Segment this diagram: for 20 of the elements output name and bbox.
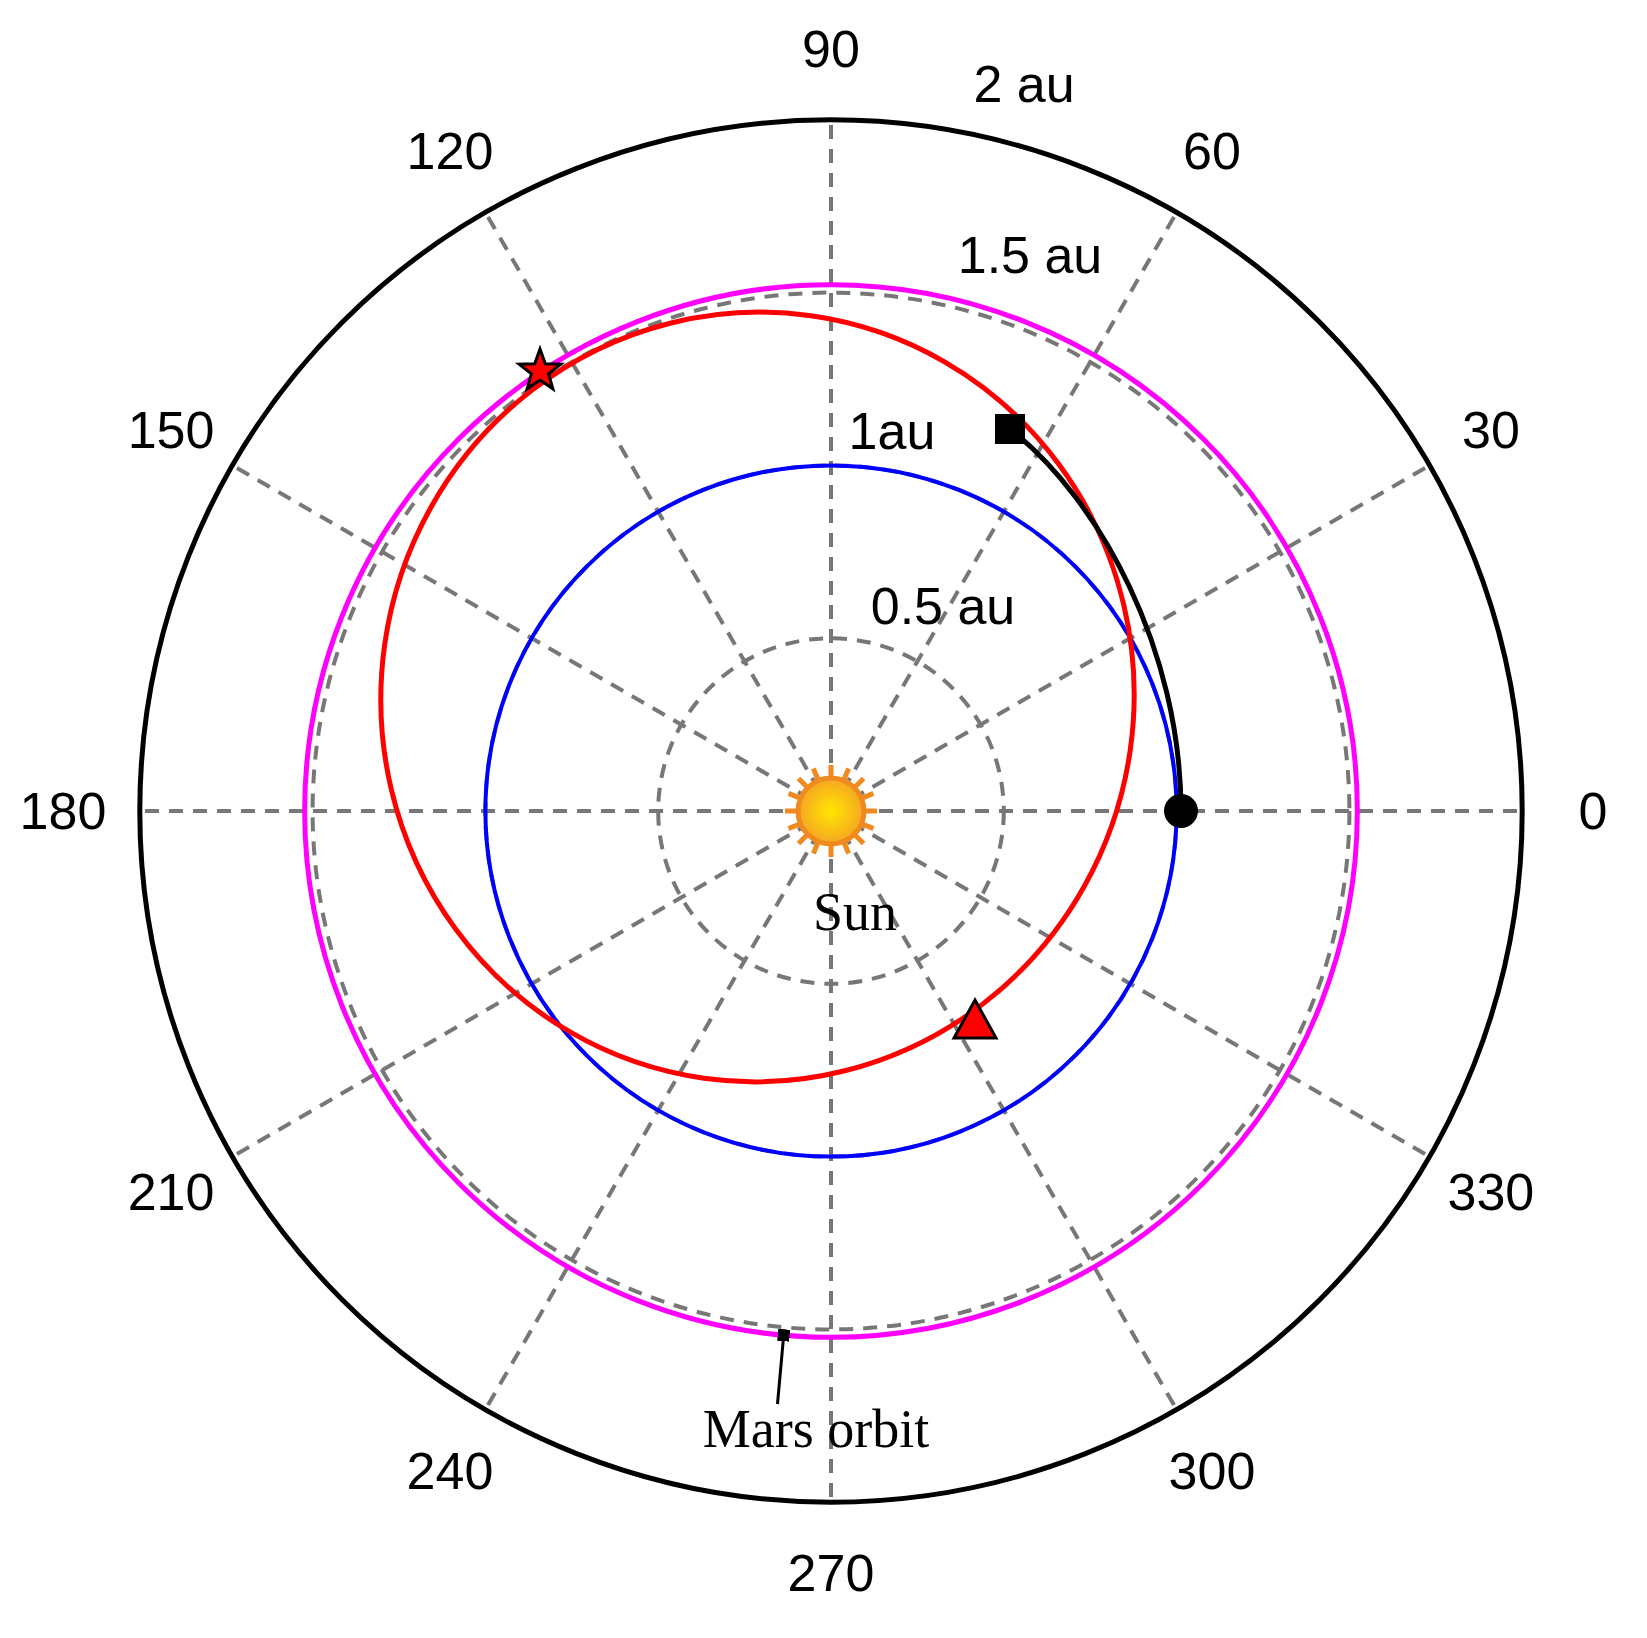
angle-label: 180 — [19, 785, 107, 837]
angle-label: 240 — [406, 1444, 494, 1497]
angle-label: 60 — [1183, 125, 1241, 178]
angle-label: 150 — [127, 404, 215, 456]
angle-label: 120 — [406, 125, 494, 178]
angle-label: 270 — [787, 1547, 875, 1599]
angle-label: 300 — [1168, 1444, 1256, 1497]
radius-label: 0.5 au — [870, 580, 1016, 632]
radius-label: 2 au — [973, 58, 1075, 110]
orbit-label: Mars orbit — [702, 1402, 930, 1456]
angle-label: 30 — [1462, 404, 1520, 456]
angle-label: 210 — [127, 1166, 215, 1218]
radius-label: 1au — [848, 405, 936, 457]
sun-label: Sun — [813, 885, 897, 939]
leader-line — [776, 1328, 791, 1405]
angle-label: 330 — [1447, 1166, 1535, 1218]
angle-label: 90 — [802, 23, 860, 75]
radius-label: 1.5 au — [957, 229, 1103, 281]
orbit-circle — [302, 282, 1360, 1340]
angle-label: 0 — [1578, 785, 1608, 837]
